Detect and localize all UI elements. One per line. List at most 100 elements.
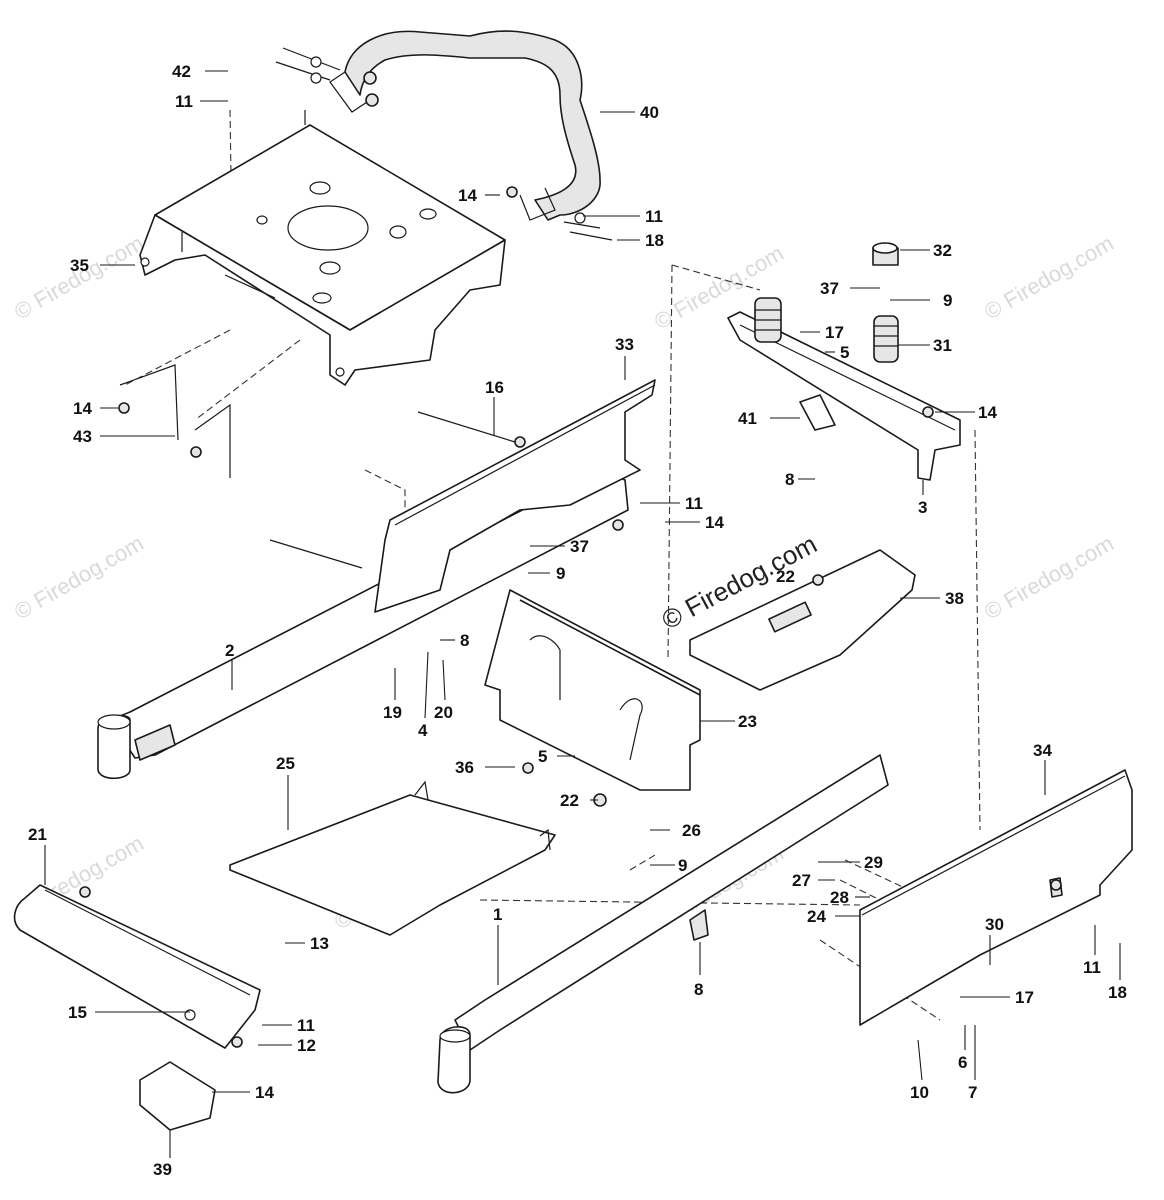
svg-text:17: 17 [1015,988,1034,1007]
svg-text:18: 18 [645,231,664,250]
svg-text:39: 39 [153,1160,172,1179]
svg-text:34: 34 [1033,741,1052,760]
callout-14[interactable]: 14 [255,1083,274,1102]
svg-text:24: 24 [807,907,826,926]
svg-text:8: 8 [460,631,469,650]
svg-text:26: 26 [682,821,701,840]
callout-1[interactable]: 1 [493,905,502,924]
callout-32[interactable]: 32 [933,241,952,260]
svg-text:28: 28 [830,888,849,907]
svg-text:14: 14 [978,403,997,422]
callout-11[interactable]: 11 [1083,958,1101,977]
svg-text:12: 12 [297,1036,316,1055]
svg-text:43: 43 [73,427,92,446]
callout-36[interactable]: 36 [455,758,474,777]
callout-15[interactable]: 15 [68,1003,87,1022]
svg-text:14: 14 [458,186,477,205]
callout-25[interactable]: 25 [276,754,295,773]
callout-14[interactable]: 14 [73,399,92,418]
callout-28[interactable]: 28 [830,888,849,907]
callout-7[interactable]: 7 [968,1083,977,1102]
svg-text:19: 19 [383,703,402,722]
callout-labels: 42 11 40 35 14 11 18 32 37 9 17 5 31 41 … [28,62,1127,1179]
callout-17[interactable]: 17 [1015,988,1034,1007]
callout-26[interactable]: 26 [682,821,701,840]
callout-3[interactable]: 3 [918,498,927,517]
callout-18[interactable]: 18 [1108,983,1127,1002]
svg-text:38: 38 [945,589,964,608]
callout-8[interactable]: 8 [694,980,703,999]
callout-22[interactable]: 22 [776,567,795,586]
callout-12[interactable]: 12 [297,1036,316,1055]
plate-part-38 [689,549,916,691]
callout-43[interactable]: 43 [73,427,92,446]
callout-16[interactable]: 16 [485,378,504,397]
callout-23[interactable]: 23 [738,712,757,731]
callout-9[interactable]: 9 [943,291,952,310]
svg-text:21: 21 [28,825,47,844]
callout-6[interactable]: 6 [958,1053,967,1072]
svg-text:14: 14 [255,1083,274,1102]
svg-text:8: 8 [694,980,703,999]
callout-20[interactable]: 20 [434,703,453,722]
callout-11[interactable]: 11 [685,494,703,513]
callout-14[interactable]: 14 [978,403,997,422]
callout-27[interactable]: 27 [792,871,811,890]
callout-4[interactable]: 4 [418,721,428,740]
callout-40[interactable]: 40 [640,103,659,122]
callout-9[interactable]: 9 [556,564,565,583]
callout-5[interactable]: 5 [538,747,547,766]
callout-18[interactable]: 18 [645,231,664,250]
callout-17[interactable]: 17 [825,323,844,342]
svg-text:9: 9 [678,856,687,875]
svg-text:5: 5 [840,343,849,362]
callout-39[interactable]: 39 [153,1160,172,1179]
callout-42[interactable]: 42 [172,62,191,81]
callout-9[interactable]: 9 [678,856,687,875]
svg-text:15: 15 [68,1003,87,1022]
callout-11[interactable]: 11 [175,92,193,111]
callout-11[interactable]: 11 [297,1016,315,1035]
svg-text:2: 2 [225,641,234,660]
callout-21[interactable]: 21 [28,825,47,844]
svg-text:32: 32 [933,241,952,260]
callout-19[interactable]: 19 [383,703,402,722]
side-plate-part-34 [859,769,1133,1026]
svg-text:8: 8 [785,470,794,489]
svg-text:40: 40 [640,103,659,122]
bracket-part-39 [139,1061,216,1131]
callout-30[interactable]: 30 [985,915,1004,934]
svg-text:6: 6 [958,1053,967,1072]
callout-41[interactable]: 41 [738,409,757,428]
svg-text:14: 14 [705,513,724,532]
callout-37[interactable]: 37 [820,279,839,298]
callout-5[interactable]: 5 [840,343,849,362]
callout-11[interactable]: 11 [645,207,663,226]
callout-33[interactable]: 33 [615,335,634,354]
callout-10[interactable]: 10 [910,1083,929,1102]
callout-2[interactable]: 2 [225,641,234,660]
handle-bar-part-40 [275,30,613,241]
callout-29[interactable]: 29 [864,853,883,872]
callout-14[interactable]: 14 [705,513,724,532]
svg-text:4: 4 [418,721,428,740]
side-plate-part-33 [269,379,656,613]
callout-8[interactable]: 8 [460,631,469,650]
callout-37[interactable]: 37 [570,537,589,556]
svg-text:5: 5 [538,747,547,766]
watermark: © Firedog.com [980,530,1118,624]
callout-35[interactable]: 35 [70,256,89,275]
callout-14[interactable]: 14 [458,186,477,205]
callout-38[interactable]: 38 [945,589,964,608]
callout-24[interactable]: 24 [807,907,826,926]
callout-31[interactable]: 31 [933,336,952,355]
svg-text:9: 9 [556,564,565,583]
callout-34[interactable]: 34 [1033,741,1052,760]
svg-text:25: 25 [276,754,295,773]
floor-plate-part-25 [229,780,556,936]
svg-text:20: 20 [434,703,453,722]
callout-8[interactable]: 8 [785,470,794,489]
callout-22[interactable]: 22 [560,791,579,810]
callout-13[interactable]: 13 [310,934,329,953]
